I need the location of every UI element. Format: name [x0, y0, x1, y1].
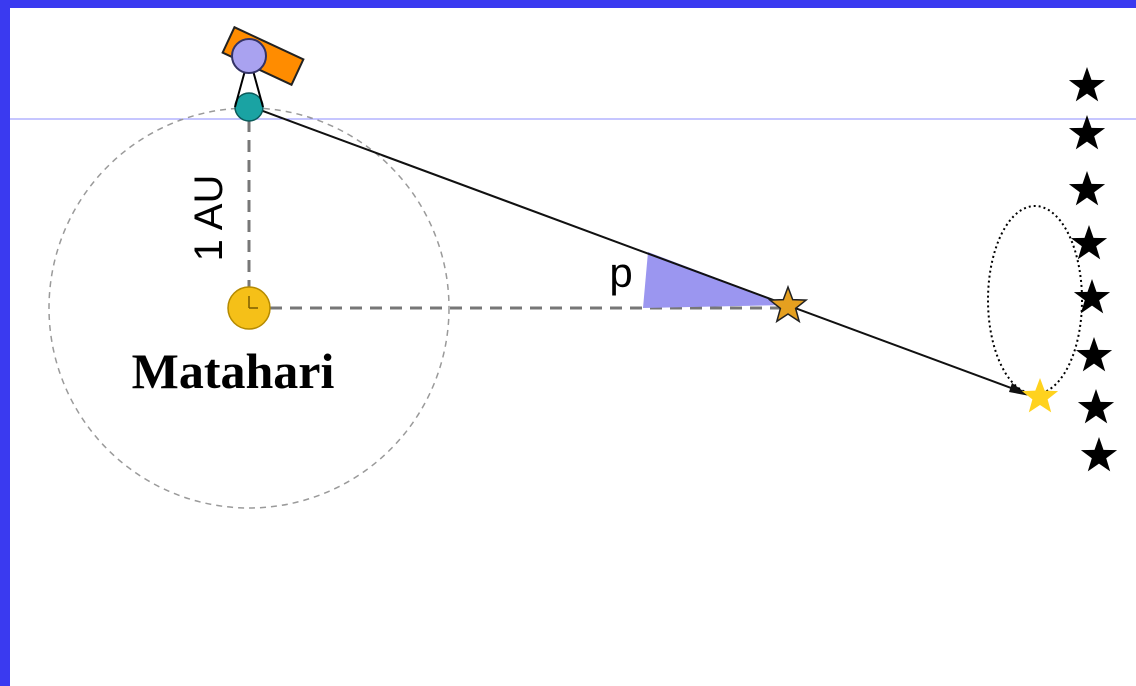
background-star-icon [1075, 337, 1113, 372]
parallax-angle-label: p [609, 249, 632, 296]
background-star-icon [1077, 389, 1115, 424]
au-label: 1 AU [187, 175, 231, 262]
background-star-icon [1068, 67, 1106, 102]
earth [234, 92, 264, 122]
background-star-icon [1070, 225, 1108, 260]
background-star-icon [1080, 437, 1118, 472]
background-star-icon [1068, 115, 1106, 150]
sun [227, 286, 271, 330]
sight-line [251, 106, 1023, 393]
satellite-icon [221, 25, 305, 87]
near-star-icon [767, 284, 809, 324]
sun-label: Matahari [132, 343, 335, 399]
diagram-background [10, 8, 1136, 686]
background-star-icon [1073, 279, 1111, 314]
projected-star-icon [1021, 378, 1059, 413]
background-star-icon [1068, 171, 1106, 206]
background-stars [1068, 67, 1118, 472]
earth-orbit [48, 107, 450, 509]
apparent-motion-ellipse [987, 205, 1083, 395]
